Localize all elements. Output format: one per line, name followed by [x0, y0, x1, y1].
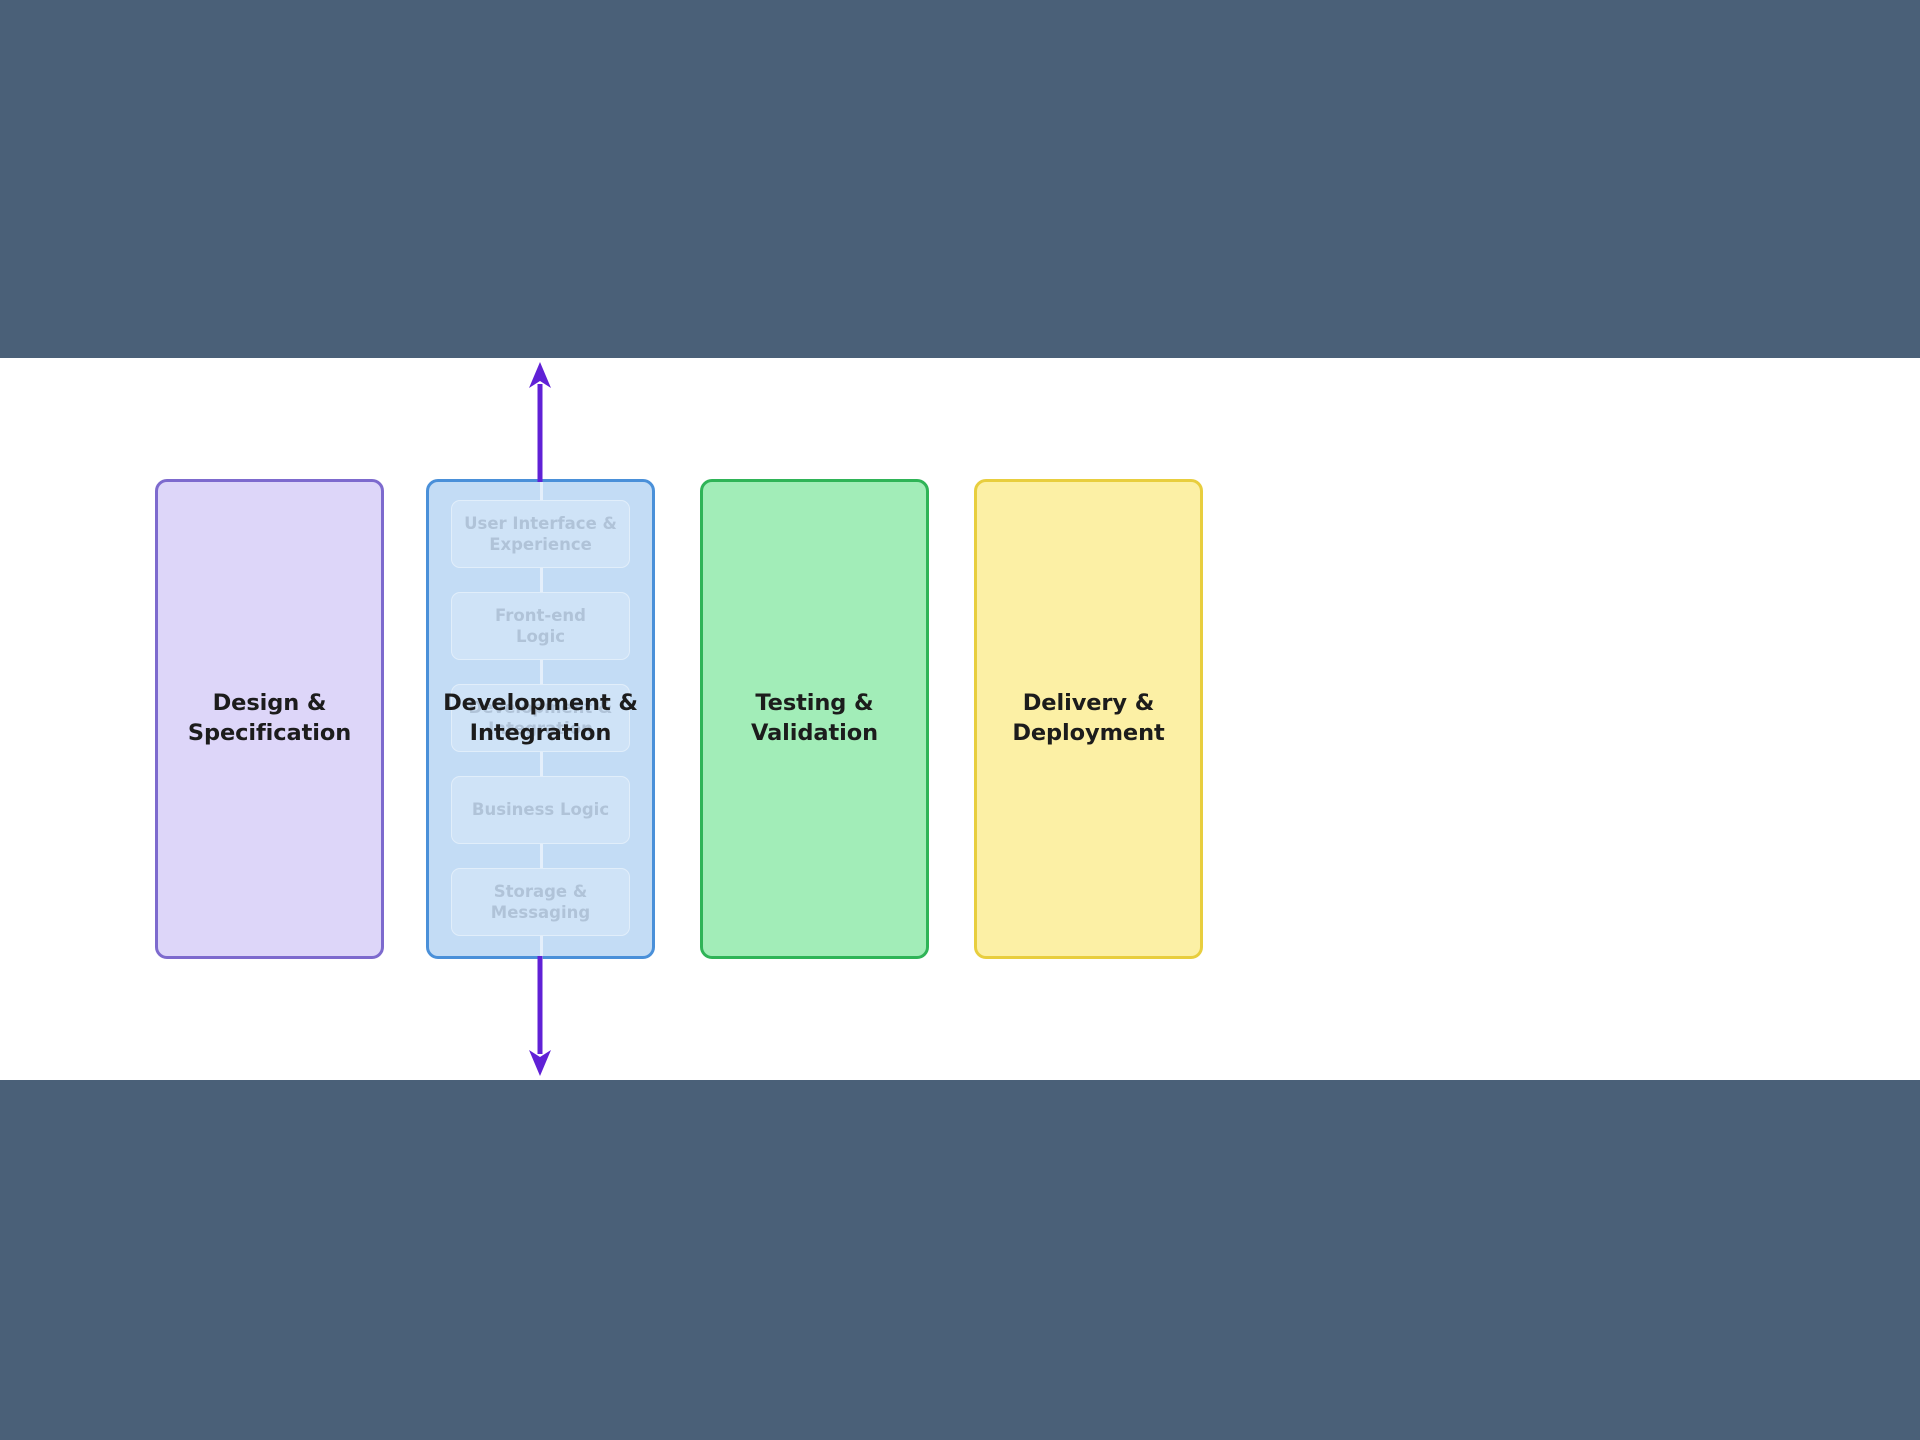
phase-label-development: Development & Integration [443, 690, 638, 746]
layer-connector-4 [540, 844, 543, 868]
layer-label-business-logic: Business Logic [471, 800, 610, 820]
phase-column-design[interactable]: Design & Specification [155, 479, 384, 959]
layer-stack: User Interface & Experience Front-end Lo… [429, 482, 652, 962]
flow-arrow-up-icon [529, 358, 551, 482]
phase-label-design: Design & Specification [187, 690, 352, 746]
layer-label-frontend-logic: Front-end Logic [495, 605, 586, 646]
diagram-canvas: Design & Specification User Interface & … [0, 358, 1920, 1080]
phase-label-delivery: Delivery & Deployment [1012, 690, 1165, 746]
layer-connector-top [540, 482, 543, 500]
phase-column-delivery[interactable]: Delivery & Deployment [974, 479, 1203, 959]
layer-label-dev-integration: Development & Integration [468, 697, 613, 738]
layer-label-storage-messaging: Storage & Messaging [490, 881, 591, 922]
layer-connector-2 [540, 660, 543, 684]
layer-connector-3 [540, 752, 543, 776]
layer-box-ui-experience[interactable]: User Interface & Experience [451, 500, 630, 568]
layer-box-dev-integration[interactable]: Development & Integration [451, 684, 630, 752]
phase-column-testing[interactable]: Testing & Validation [700, 479, 929, 959]
bottom-background-band [0, 1080, 1920, 1440]
layer-box-business-logic[interactable]: Business Logic [451, 776, 630, 844]
layer-box-frontend-logic[interactable]: Front-end Logic [451, 592, 630, 660]
phase-column-development[interactable]: User Interface & Experience Front-end Lo… [426, 479, 655, 962]
layer-label-ui-experience: User Interface & Experience [464, 513, 617, 554]
top-background-band [0, 0, 1920, 358]
layer-connector-1 [540, 568, 543, 592]
phase-label-testing: Testing & Validation [750, 690, 879, 746]
flow-arrow-down-icon [529, 956, 551, 1080]
diagram-stage: Design & Specification User Interface & … [0, 358, 1920, 1080]
layer-box-storage-messaging[interactable]: Storage & Messaging [451, 868, 630, 936]
layer-connector-bottom [540, 936, 543, 962]
